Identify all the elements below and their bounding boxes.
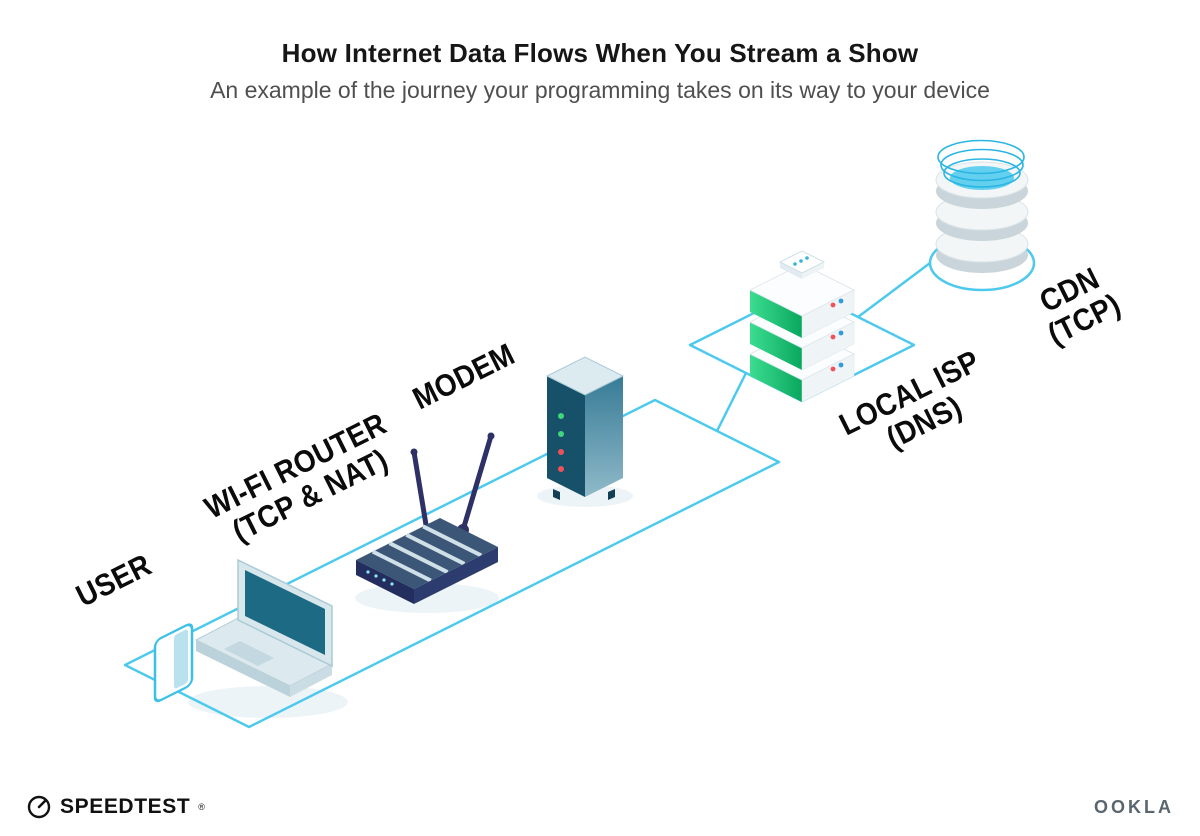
- page-subtitle: An example of the journey your programmi…: [210, 77, 990, 103]
- laptop-icon: [194, 558, 334, 697]
- registered-mark: ®: [198, 802, 206, 812]
- server-control-panel: [778, 250, 826, 279]
- platform-outline: [123, 398, 781, 729]
- router-top-stripes: [371, 524, 483, 583]
- modem-led-lights: [558, 413, 564, 472]
- page-title: How Internet Data Flows When You Stream …: [281, 38, 919, 68]
- cdn-database-icon: [935, 139, 1029, 273]
- router-status-lights: [366, 570, 394, 586]
- wifi-router-icon: [356, 432, 498, 604]
- isp-server-rack-icon: [748, 250, 856, 403]
- speedtest-wordmark: SPEEDTEST: [60, 795, 191, 818]
- speedtest-gauge-icon: [27, 795, 51, 819]
- footer: SPEEDTEST ® OOKLA: [0, 794, 1200, 820]
- device-shadows: [188, 485, 633, 718]
- ookla-wordmark: OOKLA: [1094, 796, 1174, 817]
- ookla-logo: OOKLA: [1094, 797, 1174, 818]
- server-unit: [748, 263, 856, 339]
- header: How Internet Data Flows When You Stream …: [0, 38, 1200, 104]
- link-modem-isp: [715, 372, 748, 432]
- speedtest-logo: SPEEDTEST ®: [26, 794, 206, 820]
- smartphone-icon: [153, 623, 194, 703]
- cdn-rings: [937, 139, 1025, 188]
- link-isp-cdn: [857, 262, 931, 318]
- modem-icon: [545, 356, 625, 500]
